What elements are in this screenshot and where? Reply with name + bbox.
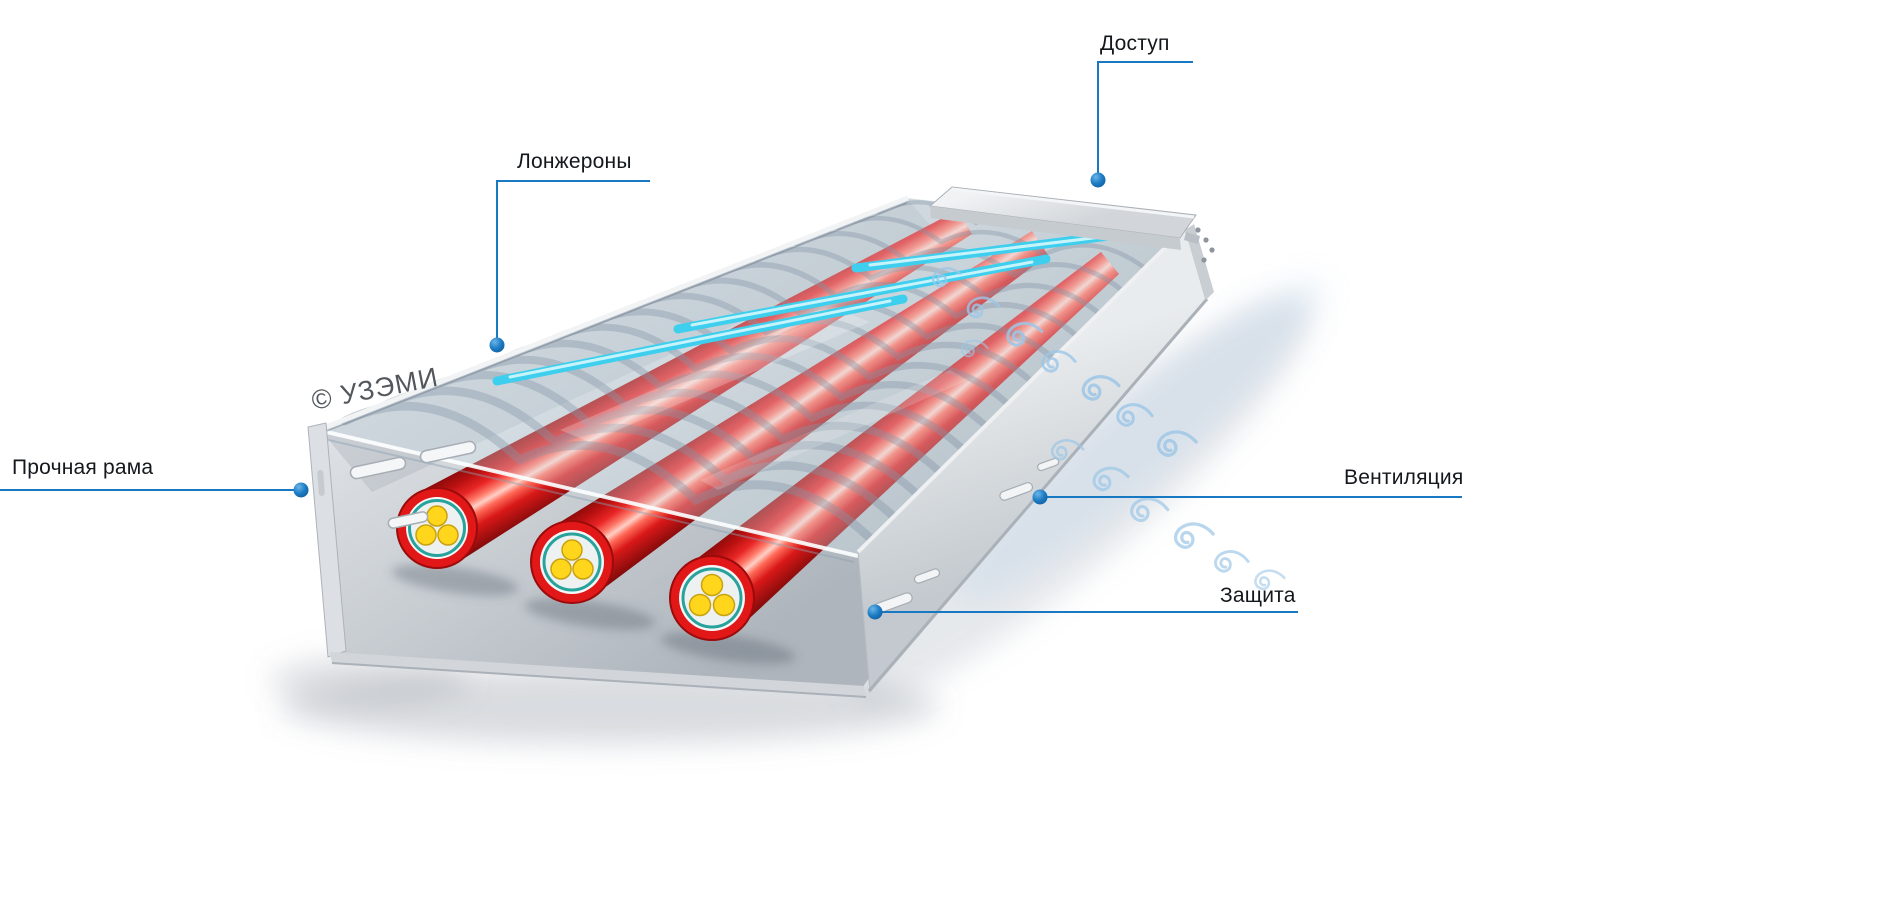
cable-tube [549, 231, 1048, 595]
left-wall-slots [349, 440, 477, 529]
label-protection: Защита [1220, 584, 1296, 607]
cover-sheen [560, 310, 870, 442]
callout-line-access [1097, 61, 1193, 174]
callout-dot [867, 604, 883, 620]
cable-cross-section [396, 487, 478, 569]
cover-highlight-streaks [492, 227, 1145, 386]
label-longerons: Лонжероны [517, 150, 632, 173]
callout-dot [1090, 172, 1106, 188]
cover-front-edge [317, 428, 859, 558]
callout-dot [489, 337, 505, 353]
label-frame: Прочная рама [12, 456, 154, 479]
ventilation-slots [873, 457, 1060, 614]
inner-left-wall [322, 200, 936, 492]
cable-shadows [391, 564, 796, 664]
air-swirl-icon [1211, 544, 1251, 581]
front-end-plate [307, 422, 347, 658]
label-ventilation: Вентиляция [1344, 466, 1464, 489]
left-side-rail [317, 195, 909, 435]
access-cover [928, 186, 1215, 263]
label-access: Доступ [1100, 32, 1170, 55]
air-swirl-icon [1171, 516, 1217, 557]
transparent-cover [316, 197, 1187, 563]
cable-tube [686, 252, 1119, 629]
lid-bolts [1184, 227, 1215, 263]
callout-dot [1032, 489, 1048, 505]
callout-dot [293, 482, 309, 498]
cable-cross-section [530, 520, 614, 604]
cable-cross-section [669, 555, 755, 641]
callout-line-longerons [496, 180, 650, 338]
callouts-graphics [0, 61, 1462, 620]
cover-sheen [700, 370, 968, 490]
right-wall-end-cap [1185, 224, 1214, 300]
bottom-front-rail [330, 652, 867, 698]
